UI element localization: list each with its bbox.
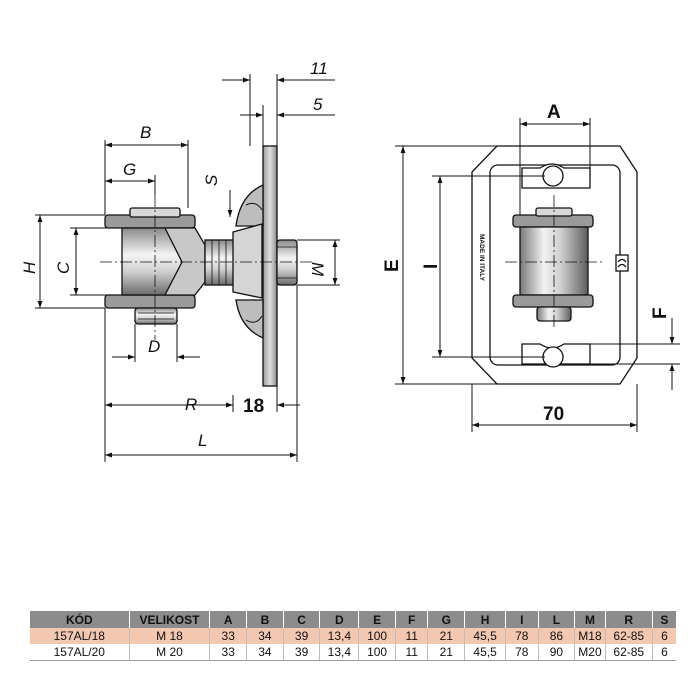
dim-label-C: C — [54, 261, 73, 274]
table-cell: 21 — [427, 644, 466, 661]
threaded-shaft — [204, 239, 236, 286]
table-header-cell: G — [427, 611, 466, 628]
table-cell: M 20 — [129, 644, 211, 661]
dim-label-B: B — [140, 123, 151, 142]
table-cell: 33 — [209, 644, 248, 661]
table-cell: 21 — [427, 628, 466, 644]
front-lower-flange — [512, 294, 594, 308]
table-cell: 86 — [538, 628, 576, 644]
side-view-dimensions — [35, 74, 340, 462]
table-cell: 78 — [505, 628, 539, 644]
table-header-cell: KÓD — [30, 611, 130, 628]
mounting-plate — [262, 145, 278, 387]
top-hole — [542, 165, 564, 187]
bottom-hole — [542, 346, 564, 368]
weld-boss-bottom — [235, 299, 264, 339]
table-cell: 78 — [505, 644, 539, 661]
table-cell: 39 — [283, 644, 321, 661]
table-cell: 34 — [246, 644, 284, 661]
table-header-cell: B — [246, 611, 284, 628]
dim-label-18: 18 — [243, 396, 264, 417]
table-header-cell: L — [538, 611, 576, 628]
dim-label-5: 5 — [313, 95, 323, 114]
table-header-cell: E — [358, 611, 396, 628]
bottom-pin — [134, 307, 178, 325]
table-header-cell: D — [319, 611, 360, 628]
table-cell: 62-85 — [605, 644, 653, 661]
table-cell: 100 — [358, 628, 396, 644]
dim-label-S: S — [202, 174, 221, 186]
washer — [232, 223, 263, 299]
table-cell: 45,5 — [464, 644, 507, 661]
table-cell: 6 — [652, 628, 676, 644]
table-cell: 62-85 — [605, 628, 653, 644]
dim-label-L: L — [198, 431, 207, 450]
table-header-cell: S — [652, 611, 676, 628]
front-upper-flange — [512, 214, 594, 228]
front-view-dimensions — [395, 118, 680, 432]
logo-icon — [615, 254, 629, 272]
dim-label-E: E — [382, 259, 403, 272]
weld-boss-top — [235, 184, 264, 227]
technical-drawing: 11 5 B G S H C M D R 18 L MADE IN ITALY — [20, 59, 680, 462]
engraving-text: MADE IN ITALY — [478, 234, 485, 282]
dim-label-R: R — [185, 395, 197, 414]
dim-label-A: A — [547, 102, 561, 123]
lower-flange — [104, 294, 196, 309]
table-cell: 45,5 — [464, 628, 507, 644]
table-cell: 13,4 — [319, 644, 360, 661]
table-cell: 157AL/20 — [30, 644, 130, 661]
dim-label-F: F — [650, 307, 671, 319]
connector — [163, 227, 206, 296]
table-cell: 90 — [538, 644, 576, 661]
table-cell: 157AL/18 — [30, 628, 130, 644]
table-cell: 11 — [395, 644, 429, 661]
table-header-cell: I — [505, 611, 539, 628]
table-header-cell: C — [283, 611, 321, 628]
table-cell: 6 — [652, 644, 676, 661]
table-header-cell: M — [574, 611, 606, 628]
dim-label-70: 70 — [543, 404, 564, 425]
dim-label-11: 11 — [310, 59, 328, 78]
table-cell: 39 — [283, 628, 321, 644]
table-header-cell: H — [464, 611, 507, 628]
dim-label-D: D — [148, 337, 160, 356]
table-cell: 100 — [358, 644, 396, 661]
table-cell: M18 — [574, 628, 606, 644]
side-view — [100, 145, 312, 387]
table-cell: 11 — [395, 628, 429, 644]
dim-label-H: H — [20, 261, 39, 274]
dim-label-I: I — [421, 264, 442, 269]
table-header-cell: VELIKOST — [129, 611, 211, 628]
table-cell: 13,4 — [319, 628, 360, 644]
table-cell: 33 — [209, 628, 248, 644]
table-cell: 34 — [246, 628, 284, 644]
nut — [276, 239, 298, 286]
table-cell: M 18 — [129, 628, 211, 644]
dim-label-G: G — [123, 160, 136, 179]
table-cell: M20 — [574, 644, 606, 661]
table-header-cell: R — [605, 611, 653, 628]
dim-label-M: M — [308, 262, 327, 277]
front-view — [471, 145, 638, 385]
table-header-cell: F — [395, 611, 429, 628]
table-header-cell: A — [209, 611, 248, 628]
